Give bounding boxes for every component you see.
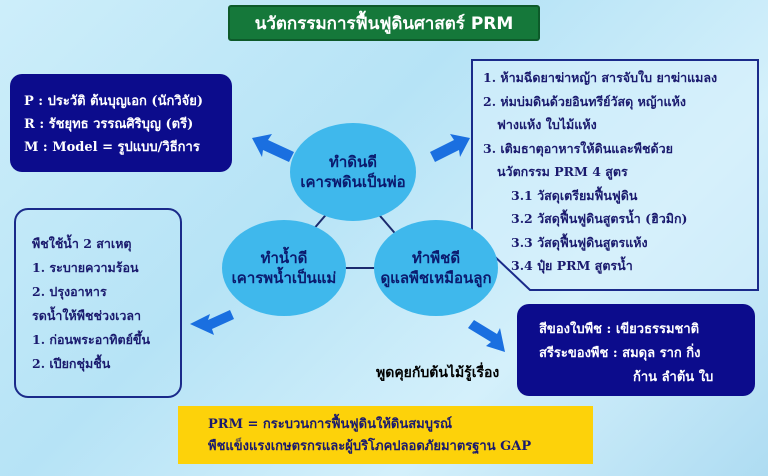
soil-line: 3.3 วัสดุฟื้นฟูดินสูตรแห้ง [511,234,648,250]
water-line: รดน้ำให้พืชช่วงเวลา [32,308,142,323]
soil-line: 2. ห่มบ่มดินด้วยอินทรีย์วัสดุ หญ้าแห้ง [483,93,686,109]
circle-water: ทำน้ำดี เคารพน้ำเป็นแม่ [222,220,346,316]
arrow-down-right-icon [468,320,505,352]
summary-line: พืชแข็งแรงเกษตรกรและผู้บริโภคปลอดภัยมาตร… [208,439,532,454]
circle-soil-subtitle: เคารพดินเป็นพ่อ [300,173,406,191]
page-title: นวัตกรรมการฟื้นฟูดินศาสตร์ PRM [228,5,540,41]
water-line: 2. เปียกชุ่มชื้น [32,356,111,371]
circle-plant-title: ทำพืชดี [411,249,461,267]
water-box: พืชใช้น้ำ 2 สาเหตุ 1. ระบายความร้อน 2. ป… [14,208,182,398]
soil-box: 1. ห้ามฉีดยาฆ่าหญ้า สารจับใบ ยาฆ่าแมลง 2… [483,66,717,278]
soil-box-frame [471,59,759,291]
soil-line: นวัตกรรม PRM 4 สูตร [497,164,628,179]
team-line: P : ประวัติ ต้นบุญเอก (นักวิจัย) [24,94,204,109]
team-line: R : รัชยุทธ วรรณศิริบุญ (ตรี) [24,117,194,132]
water-line: 1. ระบายความร้อน [32,260,139,275]
circle-plant: ทำพืชดี ดูแลพืชเหมือนลูก [374,220,498,316]
soil-line: 3.2 วัสดุฟื้นฟูดินสูตรน้ำ (ฮิวมิก) [511,211,688,226]
arrow-down-left-icon [190,310,234,335]
talk-label: พูดคุยกับต้นไม้รู้เรื่อง [376,365,500,381]
soil-line: 3.1 วัสดุเตรียมฟื้นฟูดิน [511,187,638,203]
soil-line: ฟางแห้ง ใบไม้แห้ง [497,117,597,132]
team-line: M : Model = รูปแบบ/วิธีการ [24,140,200,155]
circle-plant-subtitle: ดูแลพืชเหมือนลูก [380,269,492,287]
soil-line: 3. เติมธาตุอาหารให้ดินและพืชด้วย [483,140,673,156]
water-line: 2. ปรุงอาหาร [32,284,107,299]
water-line: 1. ก่อนพระอาทิตย์ขึ้น [32,332,150,347]
circle-water-subtitle: เคารพน้ำเป็นแม่ [231,269,337,287]
plant-line: สีของใบพืช : เขียวธรรมชาติ [539,322,700,337]
soil-line: 1. ห้ามฉีดยาฆ่าหญ้า สารจับใบ ยาฆ่าแมลง [483,70,718,85]
plant-line: สรีระของพืช : สมดุล ราก กิ่ง [539,346,701,361]
circle-soil: ทำดินดี เคารพดินเป็นพ่อ [290,123,416,221]
summary-box: PRM = กระบวนการฟื้นฟูดินให้ดินสมบูรณ์ พื… [178,406,593,464]
circle-water-title: ทำน้ำดี [260,249,308,267]
arrow-up-left-icon [252,134,294,162]
plant-box: สีของใบพืช : เขียวธรรมชาติ สรีระของพืช :… [517,304,755,396]
team-box: P : ประวัติ ต้นบุญเอก (นักวิจัย) R : รัช… [10,74,232,172]
arrow-up-right-icon [430,134,470,162]
circle-soil-title: ทำดินดี [328,153,378,171]
soil-line: 3.4 ปุ๋ย PRM สูตรน้ำ [511,258,633,273]
water-line: พืชใช้น้ำ 2 สาเหตุ [32,236,132,251]
summary-line: PRM = กระบวนการฟื้นฟูดินให้ดินสมบูรณ์ [208,417,453,432]
plant-line: ก้าน ลำต้น ใบ [633,370,714,385]
